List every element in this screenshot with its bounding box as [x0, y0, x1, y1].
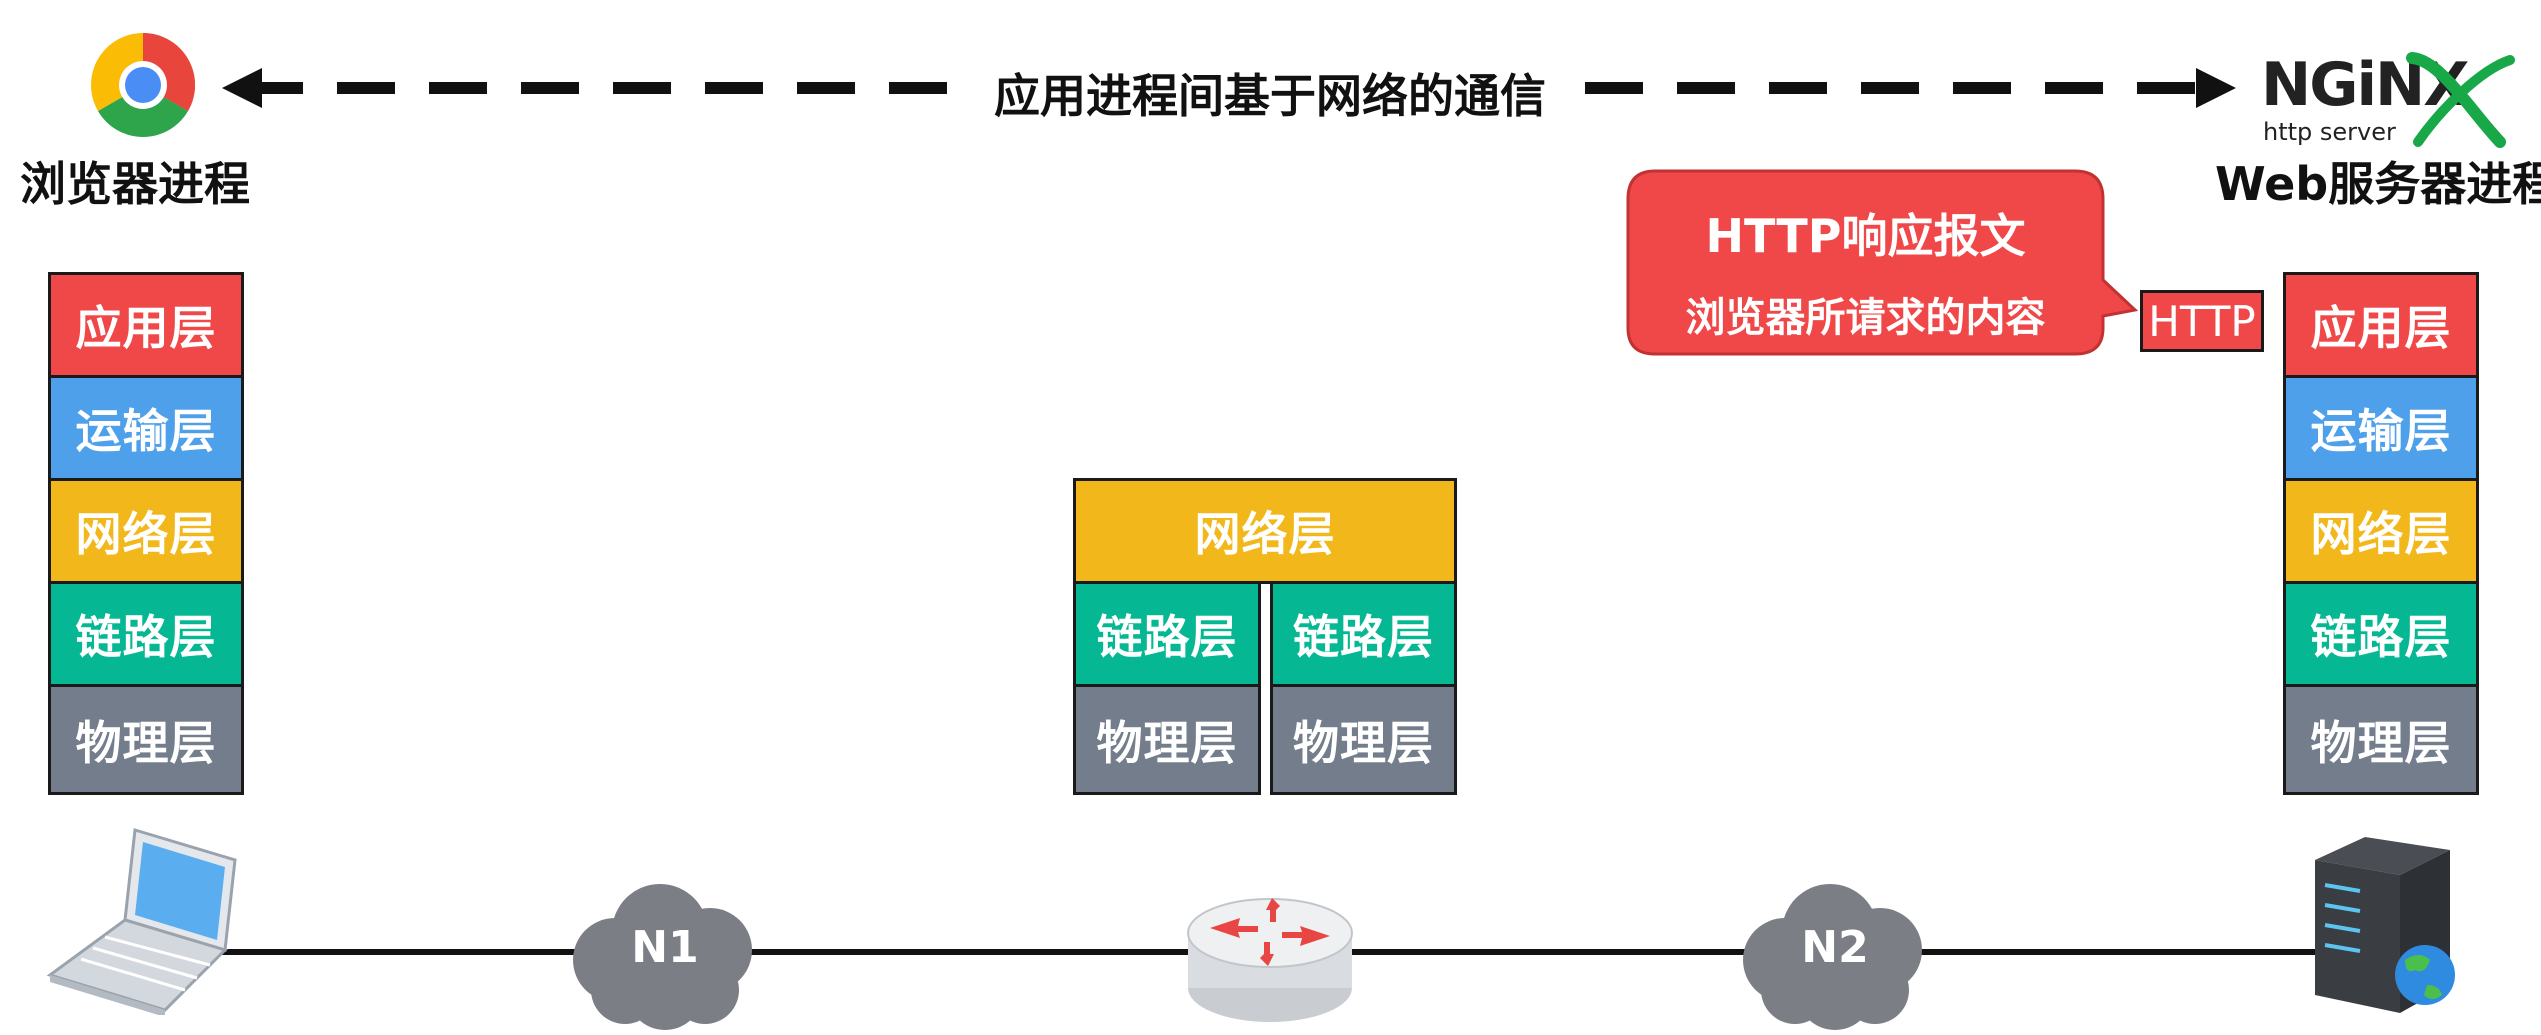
client-transport-layer: 运输层 [48, 375, 244, 481]
laptop-icon [46, 828, 237, 1015]
client-application-layer: 应用层 [48, 272, 244, 378]
router-right-physical-layer: 物理层 [1270, 684, 1457, 795]
router-left-physical-layer: 物理层 [1073, 684, 1261, 795]
communication-arrow [222, 68, 2236, 108]
router-icon [1187, 898, 1353, 1022]
arrow-head-left [222, 68, 262, 108]
server-network-layer: 网络层 [2283, 478, 2479, 584]
router-left-link-layer: 链路层 [1073, 581, 1261, 687]
cloud-n2-label: N2 [1801, 922, 1869, 973]
client-process-label: 浏览器进程 [20, 157, 250, 211]
callout-bubble [1626, 169, 2139, 356]
chrome-icon [91, 33, 195, 137]
router-right-link-layer: 链路层 [1270, 581, 1457, 687]
server-transport-layer: 运输层 [2283, 375, 2479, 481]
server-application-layer: 应用层 [2283, 272, 2479, 378]
arrow-head-right [2196, 68, 2236, 108]
nginx-x-mark [2406, 52, 2515, 148]
client-physical-layer: 物理层 [48, 684, 244, 795]
communication-label: 应用进程间基于网络的通信 [994, 69, 1546, 123]
cloud-n1-label: N1 [631, 922, 699, 973]
cloud-n1-icon [573, 884, 752, 1030]
callout-subtitle: 浏览器所请求的内容 [1685, 295, 2046, 341]
nginx-logo-subtext: http server [2263, 118, 2396, 146]
client-link-layer: 链路层 [48, 581, 244, 687]
server-process-label: Web服务器进程 [2215, 157, 2541, 211]
callout-title: HTTP响应报文 [1705, 209, 2026, 263]
cloud-n2-icon [1743, 884, 1922, 1030]
server-physical-layer: 物理层 [2283, 684, 2479, 795]
server-icon [2315, 837, 2455, 1013]
router-network-layer: 网络层 [1073, 478, 1457, 584]
client-network-layer: 网络层 [48, 478, 244, 584]
http-tag: HTTP [2140, 290, 2264, 352]
